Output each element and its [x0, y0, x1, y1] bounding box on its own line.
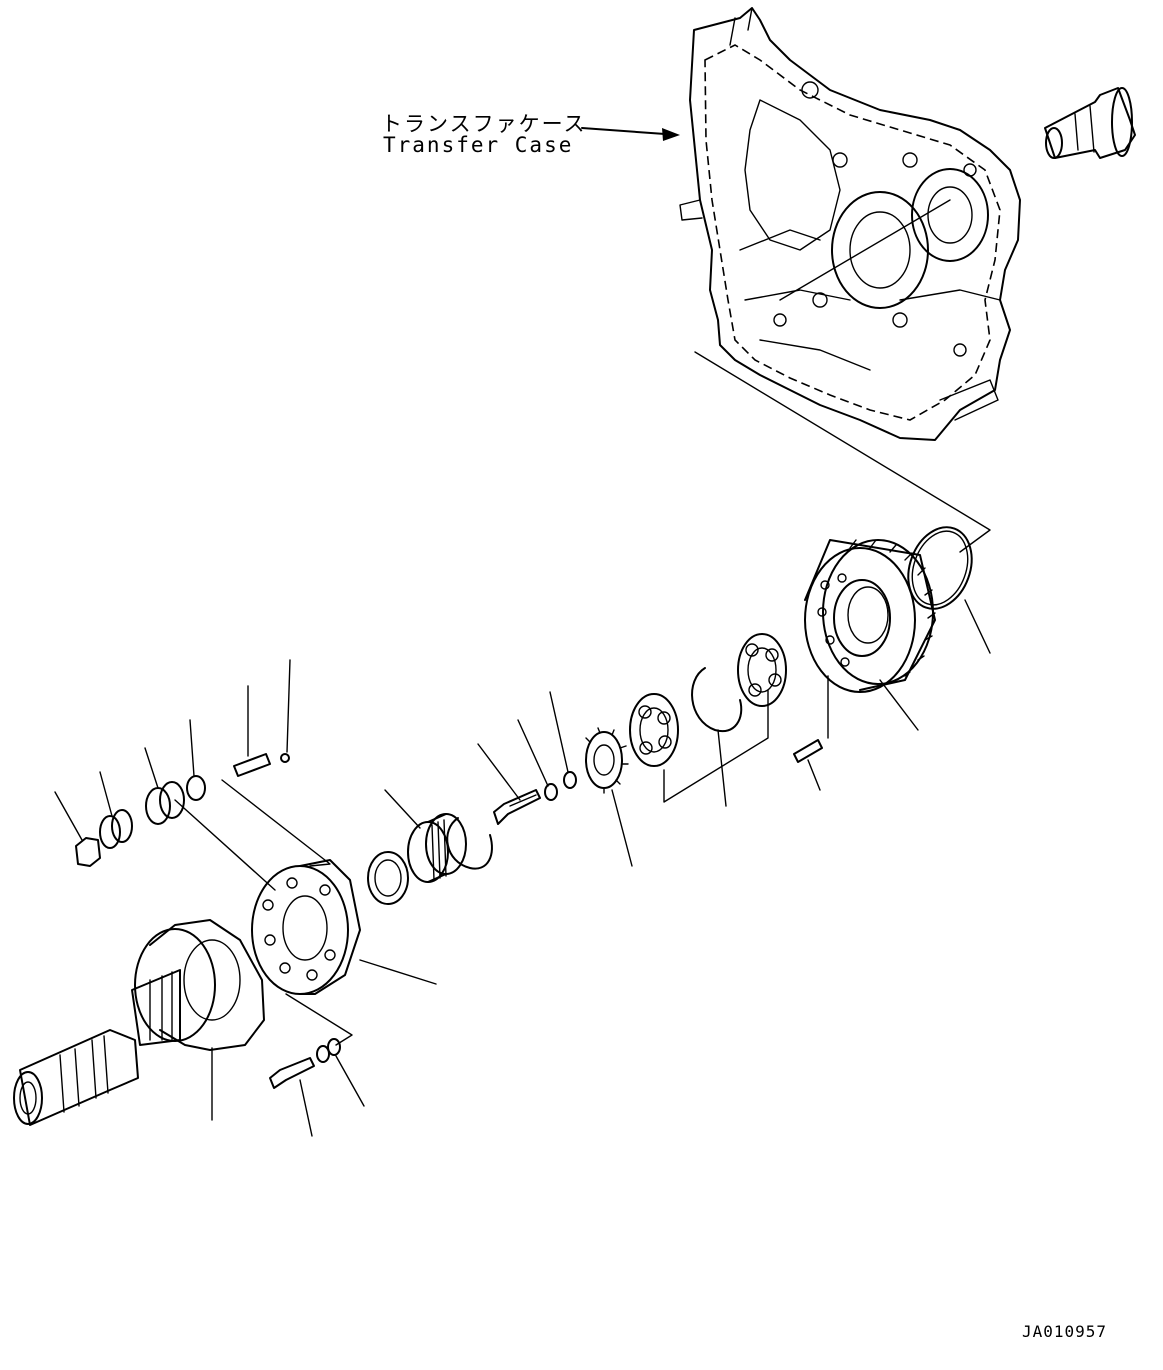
output-housing-drum [131, 919, 265, 1051]
thrust-washer [367, 851, 409, 905]
center-bolt [493, 789, 541, 825]
transfer-case-leader [581, 127, 680, 141]
transfer-case-label-jp: トランスファケース [381, 112, 587, 136]
planetary-carrier [251, 859, 361, 995]
snap-ring [691, 667, 743, 733]
leader-lines [54, 599, 991, 1137]
ball-bearing-medium [629, 693, 679, 767]
drawing-number: JA010957 [1022, 1322, 1108, 1341]
small-washers [544, 771, 577, 801]
transfer-case-housing [679, 7, 1021, 441]
ball-bearing-large [737, 633, 787, 707]
transfer-case-label-en: Transfer Case [383, 133, 574, 157]
flange-shaft [1044, 87, 1136, 159]
assembly-lines [694, 199, 991, 553]
roller-bearing-center [407, 813, 467, 883]
snap-ring-center [446, 817, 493, 870]
splined-shaft [13, 1029, 139, 1126]
sun-gear [585, 727, 629, 794]
lower-bolt [269, 1038, 341, 1089]
ring-gear [804, 539, 936, 693]
left-cluster-parts [75, 753, 290, 867]
dowel-pin-right [793, 739, 823, 763]
o-ring [907, 526, 973, 610]
